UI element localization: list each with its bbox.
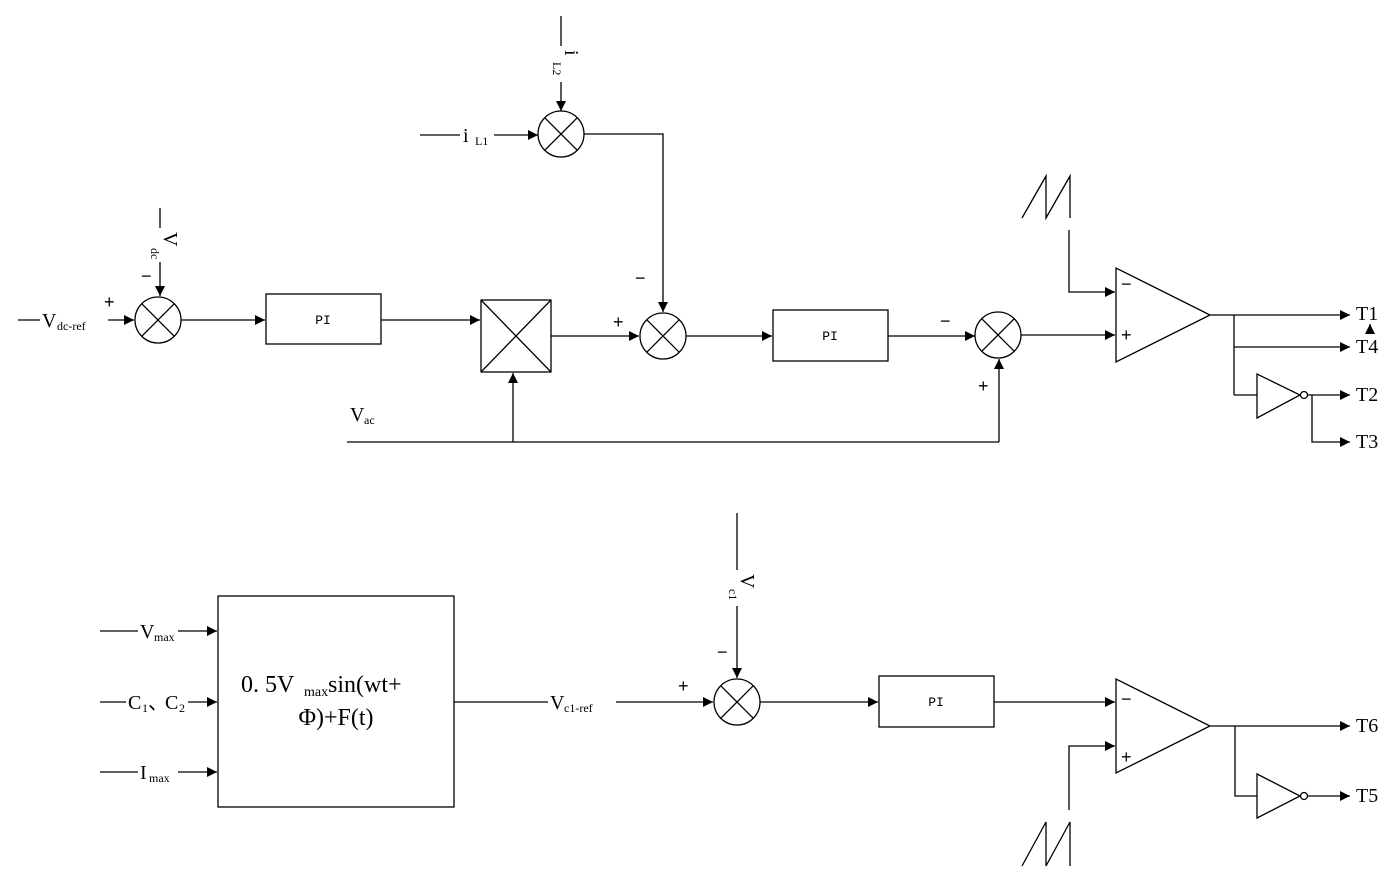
summing-junction-3 bbox=[639, 312, 687, 360]
vdc-ref-label: V bbox=[42, 310, 57, 332]
output-t5: T5 bbox=[1356, 785, 1378, 807]
imax-subscript: max bbox=[149, 771, 170, 785]
output-t1: T1 bbox=[1356, 303, 1378, 325]
vdc-ref-subscript: dc-ref bbox=[57, 319, 86, 333]
comparator-upper-plus: + bbox=[1121, 325, 1132, 345]
function-line1-pre: 0. 5V bbox=[241, 672, 295, 698]
output-t6: T6 bbox=[1356, 715, 1378, 737]
lower-diagram: V max C 1 、 C 2 I max 0. 5V max sin(wt+ … bbox=[100, 513, 1378, 867]
vac-subscript: ac bbox=[364, 413, 375, 427]
vac-label: V bbox=[350, 404, 365, 426]
vc1-subscript: c1 bbox=[726, 589, 740, 600]
pi-controller-1-label: PI bbox=[315, 313, 331, 328]
sum3-plus-sign: + bbox=[613, 312, 624, 332]
c1-subscript: 1 bbox=[142, 701, 148, 715]
inverter-lower bbox=[1256, 772, 1309, 820]
c2-label: C bbox=[165, 692, 178, 714]
comparator-upper: − + bbox=[1115, 266, 1212, 364]
pi-controller-3-label: PI bbox=[928, 695, 944, 710]
sum1-plus-sign: + bbox=[104, 292, 115, 312]
sum4-plus-sign: + bbox=[978, 376, 989, 396]
sawtooth-carrier-lower-icon bbox=[1021, 821, 1071, 867]
comparator-upper-minus: − bbox=[1121, 274, 1132, 294]
vdc-label: V bbox=[159, 232, 181, 247]
vmax-subscript: max bbox=[154, 630, 175, 644]
comparator-lower: − + bbox=[1115, 677, 1212, 775]
vmax-label: V bbox=[140, 621, 155, 643]
imax-label: I bbox=[140, 762, 147, 784]
vc1-ref-subscript: c1-ref bbox=[564, 701, 593, 715]
summing-junction-1 bbox=[134, 296, 182, 344]
inverter-upper bbox=[1256, 372, 1309, 420]
il2-subscript: L2 bbox=[550, 62, 564, 75]
c-separator: 、 bbox=[148, 692, 168, 714]
sawtooth-carrier-icon bbox=[1021, 173, 1071, 221]
upper-diagram: V dc-ref + V dc − PI bbox=[18, 16, 1378, 453]
sum5-plus-sign: + bbox=[678, 676, 689, 696]
vc1-ref-label: V bbox=[550, 692, 565, 714]
summing-junction-2 bbox=[537, 110, 585, 158]
sum5-minus-sign: − bbox=[717, 642, 728, 662]
il1-label: i bbox=[463, 125, 469, 147]
summing-junction-5 bbox=[713, 678, 761, 726]
pi-controller-2: PI bbox=[772, 309, 889, 362]
vmax-input: V max bbox=[100, 621, 217, 644]
vdc-ref-input: V dc-ref + bbox=[18, 292, 134, 333]
il2-input: i L2 bbox=[550, 16, 582, 111]
vc1-label: V bbox=[736, 574, 758, 589]
sum3-minus-sign: − bbox=[635, 268, 646, 288]
output-t4: T4 bbox=[1356, 336, 1378, 358]
vc1-feedback-input: V c1 − bbox=[717, 513, 758, 678]
c2-subscript: 2 bbox=[179, 701, 185, 715]
reference-generator-block: 0. 5V max sin(wt+ Φ)+F(t) bbox=[217, 595, 455, 808]
sum4-minus-sign: − bbox=[940, 311, 951, 331]
il1-subscript: L1 bbox=[475, 134, 488, 148]
comparator-lower-minus: − bbox=[1121, 689, 1132, 709]
imax-input: I max bbox=[100, 762, 217, 785]
pi-controller-1: PI bbox=[265, 293, 382, 345]
sum1-minus-sign: − bbox=[141, 266, 152, 286]
c1-label: C bbox=[128, 692, 141, 714]
comparator-lower-plus: + bbox=[1121, 747, 1132, 767]
multiplier-block bbox=[480, 299, 552, 373]
il1-input: i L1 bbox=[420, 125, 538, 148]
vdc-subscript: dc bbox=[148, 248, 162, 259]
function-line2: Φ)+F(t) bbox=[298, 705, 373, 731]
summing-junction-4 bbox=[974, 311, 1022, 359]
output-t3: T3 bbox=[1356, 431, 1378, 453]
vdc-feedback-input: V dc − bbox=[141, 208, 181, 296]
function-line1-sub: max bbox=[304, 685, 328, 700]
pi-controller-3: PI bbox=[878, 675, 995, 728]
pi-controller-2-label: PI bbox=[822, 329, 838, 344]
vac-input: V ac + bbox=[347, 359, 1004, 443]
function-line1-post: sin(wt+ bbox=[328, 672, 402, 698]
il2-label: i bbox=[560, 50, 582, 56]
output-t2: T2 bbox=[1356, 384, 1378, 406]
c1c2-input: C 1 、 C 2 bbox=[100, 692, 217, 715]
